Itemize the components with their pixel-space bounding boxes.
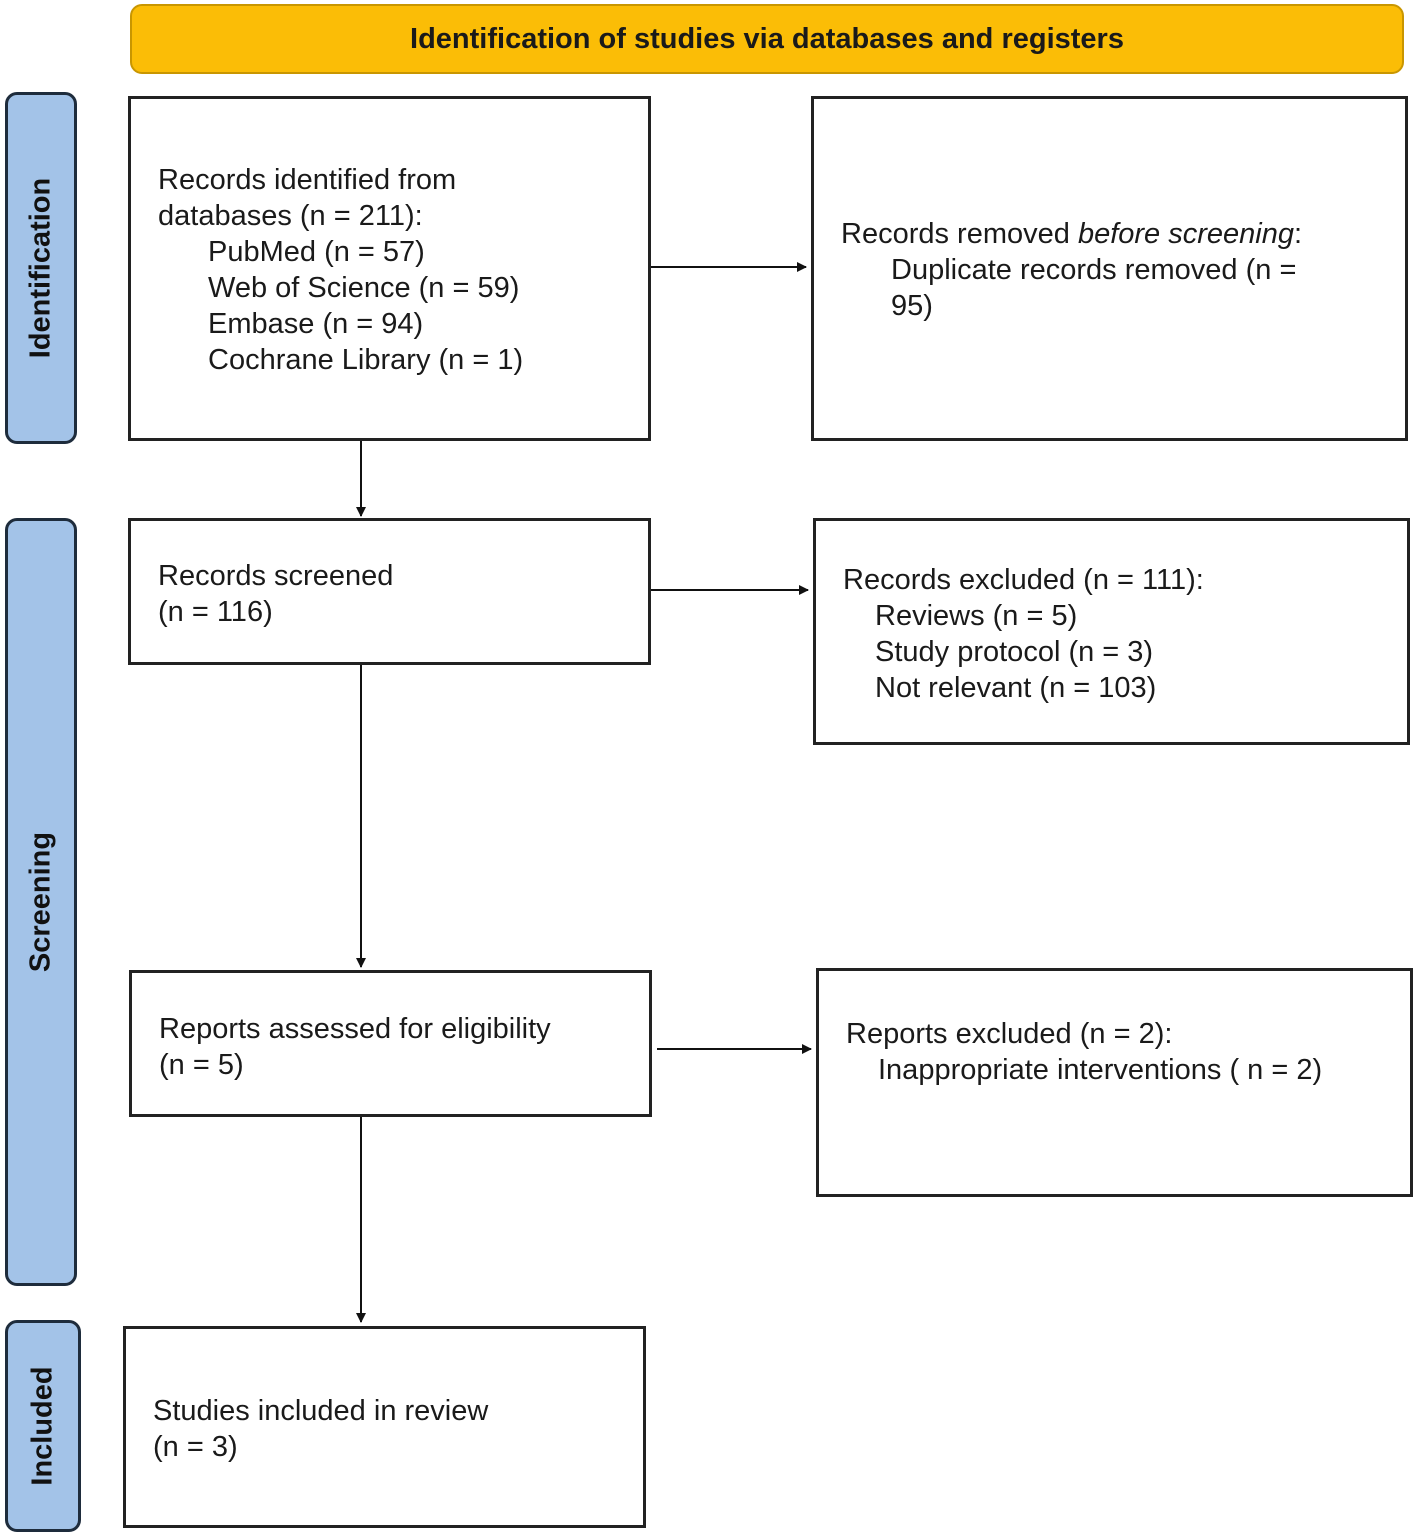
records-excluded-box: Records excluded (n = 111): Reviews (n =… (813, 518, 1410, 745)
reports-excluded-heading: Reports excluded (n = 2): (846, 1018, 1173, 1050)
source-pubmed: PubMed (n = 57) (208, 236, 425, 268)
records-removed-box: Records removed before screening: Duplic… (811, 96, 1408, 441)
reports-assessed-line1: Reports assessed for eligibility (159, 1013, 551, 1045)
excluded-study-protocol: Study protocol (n = 3) (875, 636, 1154, 668)
records-identified-box: Records identified from databases (n = 2… (128, 96, 651, 441)
records-identified-line2: databases (n = 211): (158, 200, 423, 232)
records-removed-heading: Records removed before screening: (841, 218, 1303, 250)
before-screening-emphasis: before screening (1077, 218, 1294, 250)
source-web-of-science: Web of Science (n = 59) (208, 272, 520, 304)
phase-identification: Identification (5, 92, 77, 444)
header-banner: Identification of studies via databases … (130, 4, 1404, 74)
duplicates-removed-line1: Duplicate records removed (n = (891, 254, 1297, 286)
studies-included-line1: Studies included in review (153, 1395, 489, 1427)
records-screened-line2: (n = 116) (158, 596, 273, 628)
phase-screening: Screening (5, 518, 77, 1286)
duplicates-removed-line2: 95) (891, 290, 933, 322)
phase-included: Included (5, 1320, 81, 1532)
source-embase: Embase (n = 94) (208, 308, 424, 340)
studies-included-box: Studies included in review (n = 3) (123, 1326, 646, 1528)
reports-assessed-box: Reports assessed for eligibility (n = 5) (129, 970, 652, 1117)
studies-included-line2: (n = 3) (153, 1431, 238, 1463)
reports-excluded-box: Reports excluded (n = 2): Inappropriate … (816, 968, 1413, 1197)
records-excluded-heading: Records excluded (n = 111): (843, 564, 1204, 596)
header-title: Identification of studies via databases … (410, 22, 1124, 55)
excluded-reviews: Reviews (n = 5) (875, 600, 1078, 632)
records-identified-line1: Records identified from (158, 164, 457, 196)
source-cochrane: Cochrane Library (n = 1) (208, 344, 524, 376)
excluded-not-relevant: Not relevant (n = 103) (875, 672, 1157, 704)
reports-assessed-line2: (n = 5) (159, 1049, 244, 1081)
records-screened-box: Records screened (n = 116) (128, 518, 651, 665)
records-screened-line1: Records screened (158, 560, 394, 592)
excluded-inappropriate-interventions: Inappropriate interventions ( n = 2) (878, 1054, 1323, 1086)
